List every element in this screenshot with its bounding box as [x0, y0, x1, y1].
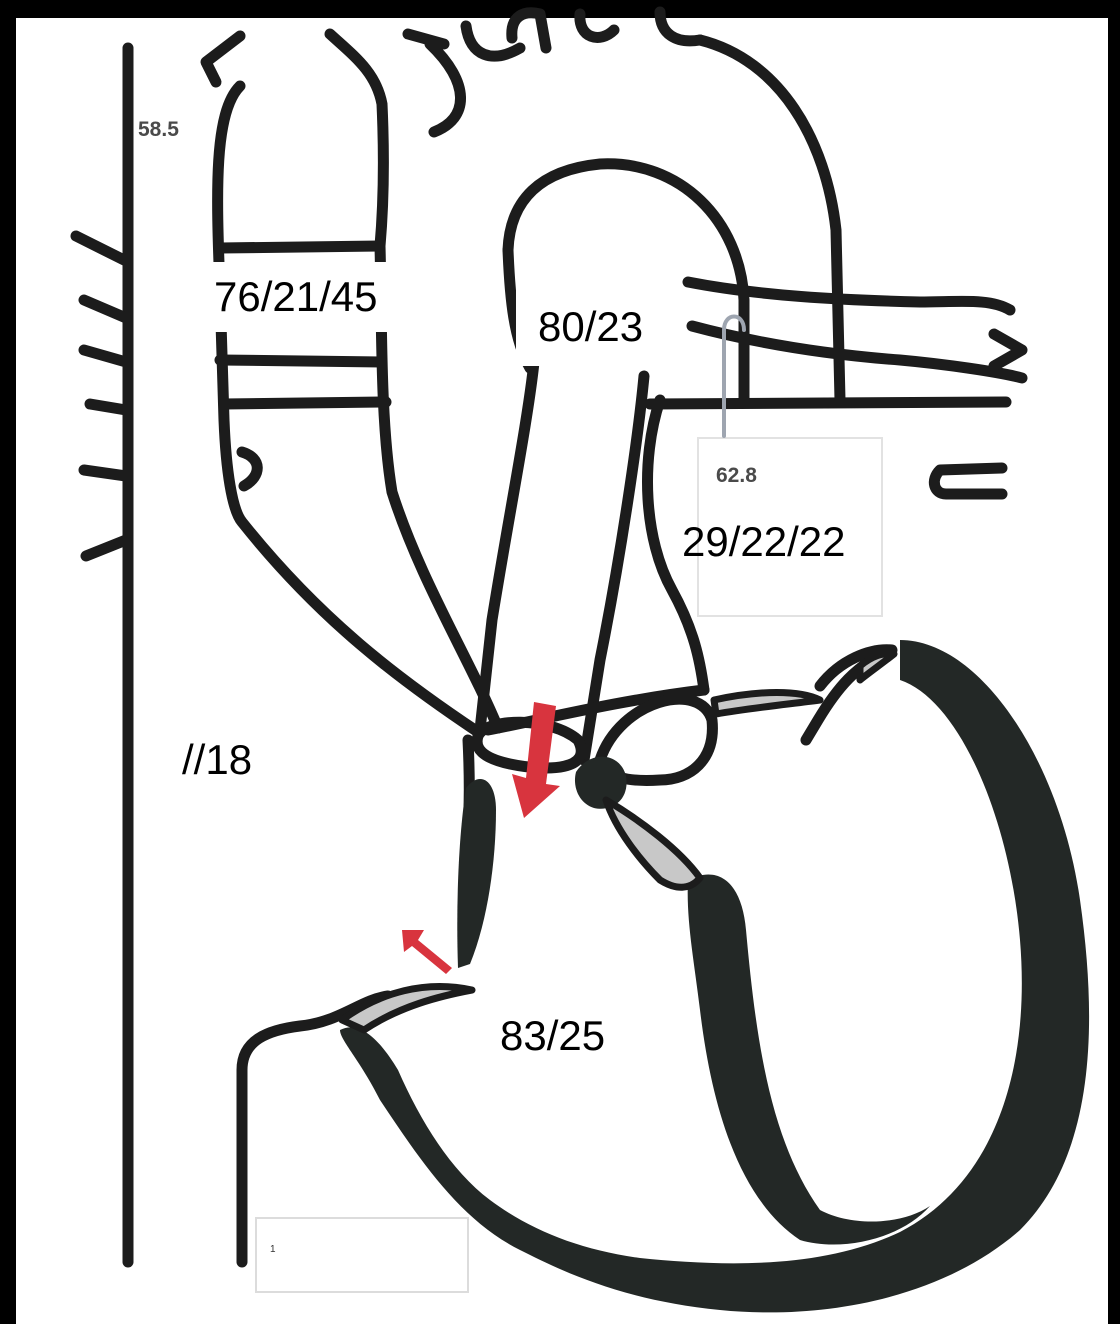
svc-band-1 [220, 246, 380, 248]
label-76-21-45: 76/21/45 [202, 262, 390, 332]
svc-band-3 [224, 402, 386, 404]
label-18: //18 [182, 736, 252, 784]
label-80-23: 80/23 [516, 288, 665, 366]
av-node [575, 757, 627, 809]
label-1: 1 [270, 1244, 276, 1255]
label-58-5: 58.5 [138, 118, 179, 142]
label-29-22-22: 29/22/22 [682, 518, 846, 566]
label-62-8: 62.8 [716, 464, 757, 488]
pulmonary-vein-band [650, 402, 1006, 404]
svc-band-2 [220, 360, 382, 362]
label-83-25: 83/25 [500, 1012, 605, 1060]
